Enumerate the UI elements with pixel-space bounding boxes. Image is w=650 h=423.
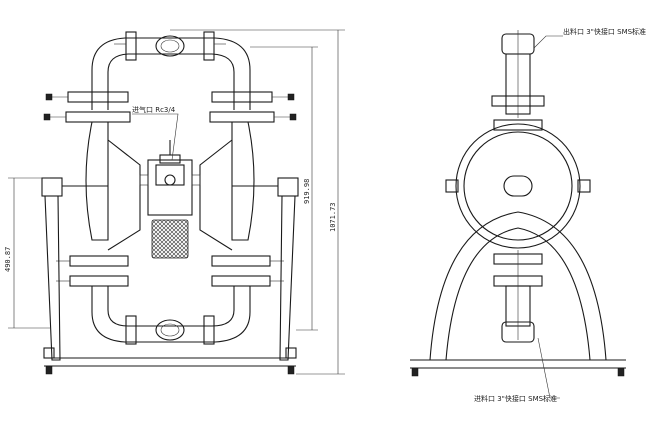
inlet-label: 进料口 3"快接口 SMS标准 xyxy=(474,394,557,403)
dimension-lines xyxy=(8,29,345,375)
bottom-manifold xyxy=(91,286,251,345)
pump-body xyxy=(85,121,255,251)
dim-inlet-height: 490.87 xyxy=(4,247,12,272)
upper-clamps xyxy=(43,91,297,123)
outlet-label: 出料口 3"快接口 SMS标准 xyxy=(563,27,646,36)
frame xyxy=(41,177,299,375)
muffler xyxy=(151,219,189,259)
air-inlet-label: 进气口 Rc3/4 xyxy=(132,105,176,114)
dim-overall-height: 1071.73 xyxy=(329,202,337,232)
side-view: 出料口 3"快接口 SMS标准 进料口 3"快接口 SMS标准 xyxy=(410,27,646,403)
front-view: 进气口 Rc3/4 xyxy=(4,29,345,375)
top-manifold xyxy=(91,31,251,110)
lower-clamps xyxy=(56,255,284,287)
dim-pump-height: 919.98 xyxy=(303,179,311,204)
